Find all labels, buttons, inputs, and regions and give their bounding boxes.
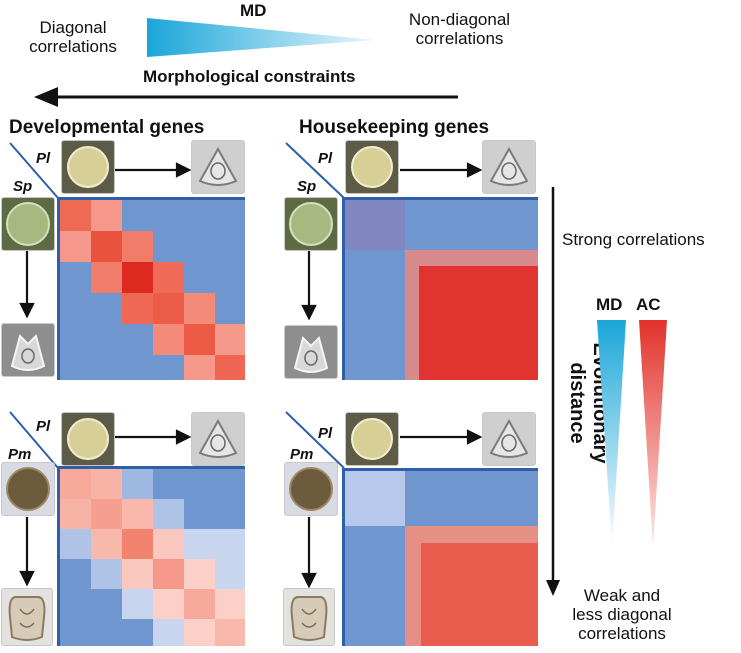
matrix-cell bbox=[122, 231, 153, 262]
matrix-cell bbox=[153, 262, 184, 293]
matrix-cell bbox=[122, 499, 153, 529]
matrix-cell bbox=[215, 589, 245, 619]
hk-sp-correlation-matrix bbox=[342, 197, 538, 380]
hk-bottom-col-species: Pl bbox=[318, 425, 333, 442]
pl-egg-photo bbox=[345, 412, 399, 466]
md-left-label: Diagonal correlations bbox=[29, 18, 117, 56]
matrix-cell bbox=[345, 471, 405, 526]
pl-larva-photo bbox=[191, 412, 245, 466]
dev-sp-correlation-matrix bbox=[57, 197, 245, 380]
matrix-cell bbox=[91, 559, 122, 589]
matrix-cell bbox=[184, 589, 215, 619]
matrix-cell bbox=[91, 499, 122, 529]
pl-larva-photo bbox=[482, 412, 536, 466]
pm-egg-photo bbox=[284, 462, 338, 516]
matrix-cell bbox=[122, 469, 153, 499]
pl-larva-photo bbox=[191, 140, 245, 194]
matrix-cell bbox=[122, 529, 153, 559]
matrix-cell bbox=[153, 324, 184, 355]
hk-top-row-species: Sp bbox=[297, 178, 317, 195]
matrix-cell bbox=[184, 529, 245, 559]
matrix-cell bbox=[184, 619, 215, 646]
matrix-cell bbox=[215, 324, 245, 355]
developmental-genes-heading: Developmental genes bbox=[9, 117, 205, 138]
matrix-cell bbox=[60, 529, 91, 559]
matrix-cell bbox=[153, 499, 184, 529]
pm-egg-photo bbox=[1, 462, 55, 516]
matrix-cell bbox=[60, 499, 91, 529]
pm-larva-photo bbox=[283, 588, 335, 646]
sp-larva-photo bbox=[1, 323, 55, 377]
dev-bottom-row-species: Pm bbox=[8, 446, 32, 463]
matrix-cell bbox=[91, 529, 122, 559]
strong-correlations-label: Strong correlations bbox=[562, 230, 705, 249]
dev-top-col-species: Pl bbox=[36, 150, 51, 167]
matrix-cell bbox=[60, 231, 91, 262]
matrix-cell bbox=[122, 262, 153, 293]
pm-larva-photo bbox=[1, 588, 53, 646]
pl-larva-photo bbox=[482, 140, 536, 194]
matrix-cell bbox=[184, 355, 215, 380]
matrix-cell bbox=[122, 589, 153, 619]
matrix-cell bbox=[153, 559, 184, 589]
weak-correlations-label: Weak and less diagonal correlations bbox=[572, 586, 672, 643]
housekeeping-genes-heading: Housekeeping genes bbox=[299, 117, 490, 138]
hk-top-col-species: Pl bbox=[318, 150, 333, 167]
matrix-cell bbox=[215, 559, 245, 589]
sp-larva-photo bbox=[284, 325, 338, 379]
matrix-cell bbox=[122, 293, 153, 324]
matrix-cell bbox=[153, 529, 184, 559]
matrix-cell bbox=[153, 293, 184, 324]
md-scale-title: MD bbox=[240, 1, 267, 20]
sp-egg-photo bbox=[284, 197, 338, 251]
matrix-cell bbox=[91, 231, 122, 262]
matrix-cell bbox=[345, 200, 405, 250]
ac-label: AC bbox=[636, 295, 661, 314]
matrix-cell bbox=[153, 619, 184, 646]
pl-egg-photo bbox=[61, 140, 115, 194]
matrix-cell bbox=[60, 200, 91, 231]
pl-egg-photo bbox=[61, 412, 115, 466]
matrix-cell bbox=[60, 469, 91, 499]
hk-pm-correlation-matrix bbox=[342, 468, 538, 646]
matrix-cell bbox=[122, 559, 153, 589]
matrix-cell bbox=[421, 543, 538, 646]
matrix-cell bbox=[215, 355, 245, 380]
matrix-cell bbox=[91, 469, 122, 499]
dev-top-row-species: Sp bbox=[13, 178, 33, 195]
matrix-cell bbox=[419, 266, 538, 380]
matrix-cell bbox=[91, 200, 122, 231]
matrix-cell bbox=[91, 262, 122, 293]
dev-pm-correlation-matrix bbox=[57, 466, 245, 646]
matrix-cell bbox=[215, 619, 245, 646]
md-label: MD bbox=[596, 295, 623, 314]
matrix-cell bbox=[184, 293, 215, 324]
matrix-cell bbox=[184, 324, 215, 355]
matrix-cell bbox=[184, 559, 215, 589]
matrix-cell bbox=[153, 589, 184, 619]
dev-bottom-col-species: Pl bbox=[36, 418, 51, 435]
pl-egg-photo bbox=[345, 140, 399, 194]
morphological-constraints-label: Morphological constraints bbox=[143, 67, 356, 86]
sp-egg-photo bbox=[1, 197, 55, 251]
hk-bottom-row-species: Pm bbox=[290, 446, 314, 463]
md-right-label: Non-diagonal correlations bbox=[408, 10, 511, 48]
